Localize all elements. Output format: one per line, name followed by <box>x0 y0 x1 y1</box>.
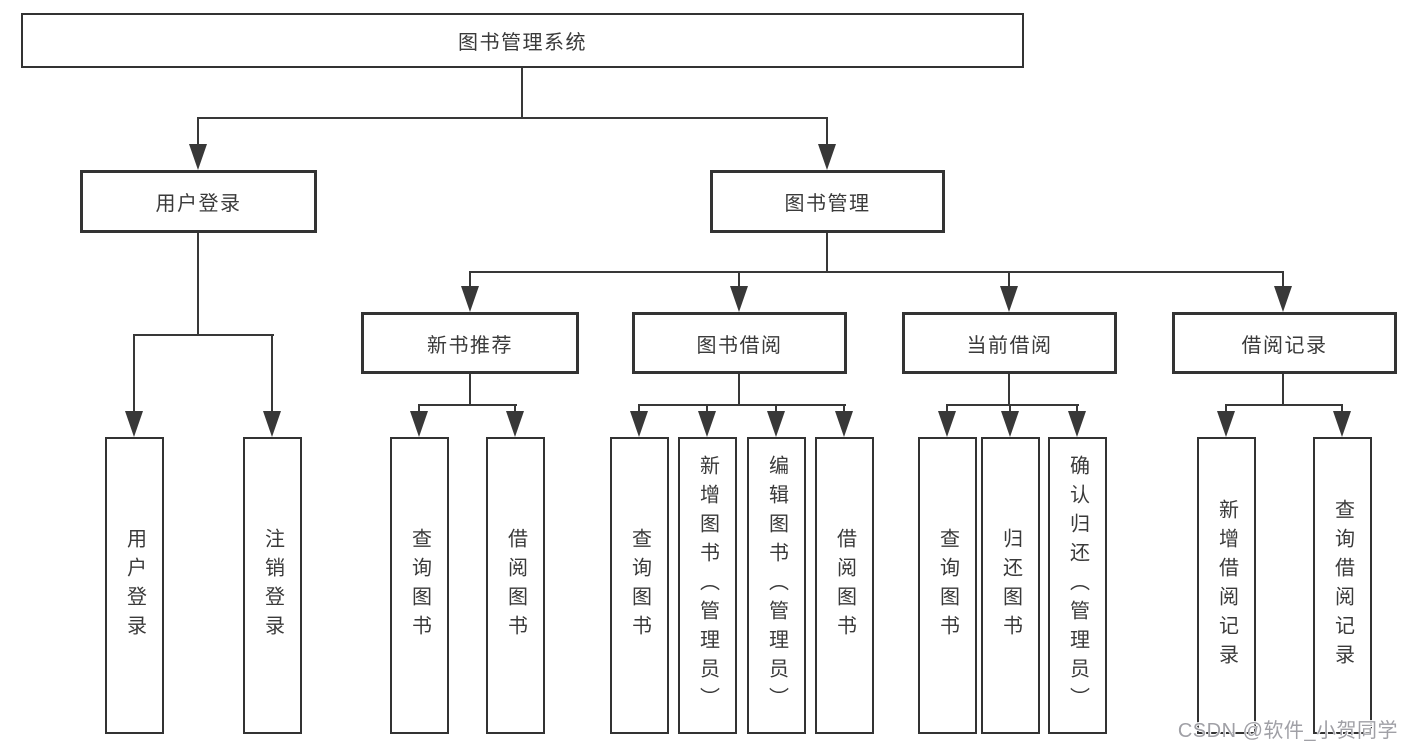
leaf-label: 新增图书（管理员） <box>696 455 719 716</box>
arrow-down-icon <box>835 411 853 437</box>
connector-line <box>1009 406 1011 411</box>
leaf-label: 注销登录 <box>261 527 284 644</box>
leaf-query-books-borrowing: 查询图书 <box>610 437 669 734</box>
leaf-query-books-current: 查询图书 <box>918 437 977 734</box>
connector-line <box>197 233 199 336</box>
leaf-edit-books-admin: 编辑图书（管理员） <box>747 437 806 734</box>
watermark: CSDN @软件_小贺同学 <box>1177 720 1398 742</box>
node-label: 图书借阅 <box>696 334 783 357</box>
node-label: 当前借阅 <box>966 334 1053 357</box>
connector-line <box>826 119 828 146</box>
node-borrowing-records: 借阅记录 <box>1172 312 1397 374</box>
leaf-add-books-admin: 新增图书（管理员） <box>678 437 737 734</box>
connector-line <box>418 406 420 411</box>
connector-line <box>521 68 523 119</box>
arrow-down-icon <box>698 411 716 437</box>
arrow-down-icon <box>767 411 785 437</box>
connector-line <box>469 273 471 287</box>
leaf-label: 借阅图书 <box>833 527 856 644</box>
connector-line <box>1008 374 1010 406</box>
connector-line <box>514 406 516 411</box>
connector-line <box>469 271 1284 273</box>
arrow-down-icon <box>1068 411 1086 437</box>
connector-line <box>1282 273 1284 287</box>
arrow-down-icon <box>1274 286 1292 312</box>
connector-line <box>638 404 846 406</box>
node-label: 用户登录 <box>155 193 242 215</box>
arrow-down-icon <box>1217 411 1235 437</box>
connector-line <box>1225 404 1343 406</box>
leaf-label: 查询图书 <box>408 527 431 644</box>
arrow-down-icon <box>630 411 648 437</box>
leaf-confirm-return-admin: 确认归还（管理员） <box>1048 437 1107 734</box>
leaf-label: 新增借阅记录 <box>1215 498 1238 673</box>
arrow-down-icon <box>410 411 428 437</box>
connector-line <box>738 374 740 406</box>
connector-line <box>1225 406 1227 411</box>
connector-line <box>418 404 517 406</box>
arrow-down-icon <box>189 144 207 170</box>
node-user-login: 用户登录 <box>80 170 317 233</box>
connector-line <box>946 406 948 411</box>
leaf-query-books-recommend: 查询图书 <box>390 437 449 734</box>
arrow-down-icon <box>938 411 956 437</box>
leaf-query-borrow-record: 查询借阅记录 <box>1313 437 1372 734</box>
arrow-down-icon <box>461 286 479 312</box>
leaf-label: 编辑图书（管理员） <box>765 455 788 716</box>
arrow-down-icon <box>506 411 524 437</box>
arrow-down-icon <box>263 411 281 437</box>
connector-line <box>1008 273 1010 287</box>
node-new-book-recommend: 新书推荐 <box>361 312 579 374</box>
arrow-down-icon <box>1333 411 1351 437</box>
arrow-down-icon <box>125 411 143 437</box>
arrow-down-icon <box>818 144 836 170</box>
connector-line <box>946 404 1079 406</box>
leaf-borrow-books-recommend: 借阅图书 <box>486 437 545 734</box>
connector-line <box>133 336 135 411</box>
connector-line <box>706 406 708 411</box>
leaf-borrow-books-borrowing: 借阅图书 <box>815 437 874 734</box>
node-label: 新书推荐 <box>427 334 513 357</box>
connector-line <box>1282 374 1284 406</box>
node-book-management: 图书管理 <box>710 170 945 233</box>
node-label: 借阅记录 <box>1241 334 1328 357</box>
connector-line <box>638 406 640 411</box>
leaf-return-books: 归还图书 <box>981 437 1040 734</box>
leaf-label: 归还图书 <box>999 527 1022 644</box>
connector-line <box>843 406 845 411</box>
node-library-system: 图书管理系统 <box>21 13 1024 68</box>
node-label: 图书管理系统 <box>458 32 587 54</box>
connector-line <box>1076 406 1078 411</box>
connector-line <box>826 233 828 273</box>
connector-line <box>197 117 828 119</box>
node-label: 图书管理 <box>784 193 871 215</box>
arrow-down-icon <box>730 286 748 312</box>
connector-line <box>738 273 740 287</box>
connector-line <box>469 374 471 406</box>
leaf-label: 查询图书 <box>628 527 651 644</box>
connector-line <box>197 119 199 146</box>
connector-line <box>1341 406 1343 411</box>
leaf-label: 借阅图书 <box>504 527 527 644</box>
leaf-user-login: 用户登录 <box>105 437 164 734</box>
leaf-label: 用户登录 <box>123 527 146 644</box>
connector-line <box>271 336 273 411</box>
connector-line <box>133 334 274 336</box>
arrow-down-icon <box>1000 286 1018 312</box>
leaf-add-borrow-record: 新增借阅记录 <box>1197 437 1256 734</box>
leaf-logout: 注销登录 <box>243 437 302 734</box>
node-current-borrowing: 当前借阅 <box>902 312 1117 374</box>
leaf-label: 确认归还（管理员） <box>1066 455 1089 716</box>
node-book-borrowing: 图书借阅 <box>632 312 847 374</box>
connector-line <box>775 406 777 411</box>
arrow-down-icon <box>1001 411 1019 437</box>
leaf-label: 查询借阅记录 <box>1331 498 1354 673</box>
leaf-label: 查询图书 <box>936 527 959 644</box>
